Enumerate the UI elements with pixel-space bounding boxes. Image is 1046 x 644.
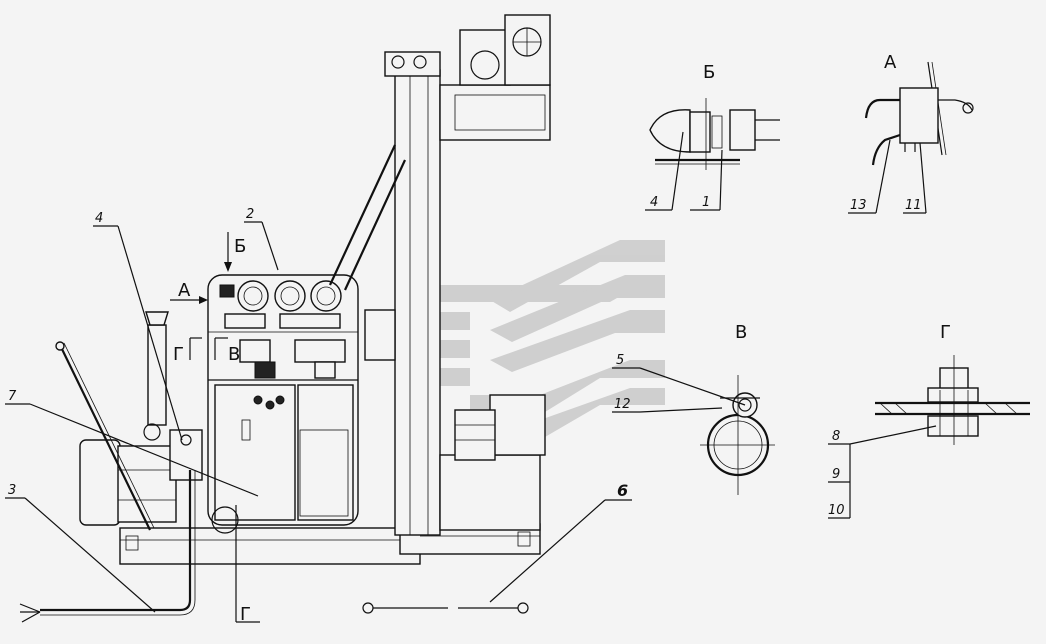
- callout-5: 5: [616, 353, 624, 368]
- gauge-2: [274, 280, 306, 312]
- boom-arm: [329, 144, 396, 286]
- view-label-v: В: [735, 322, 747, 343]
- callout-3: 3: [8, 483, 16, 498]
- lower-drive: [439, 454, 541, 531]
- view-a-detail: [864, 61, 974, 166]
- nut: [927, 415, 979, 437]
- callout-4-main: 4: [95, 211, 103, 226]
- gauge-1: [237, 280, 269, 312]
- callout-4-view-b: 4: [650, 195, 658, 210]
- base-frame: [119, 527, 421, 565]
- section-label-v: В: [228, 344, 240, 365]
- main-assembly: [19, 14, 551, 623]
- callout-1: 1: [702, 195, 710, 210]
- callout-9: 9: [832, 467, 840, 482]
- cable: [40, 470, 192, 612]
- mast-head: [384, 51, 441, 77]
- motor-end-cap: [79, 439, 121, 526]
- view-label-b: Б: [703, 62, 715, 83]
- callout-12: 12: [614, 397, 631, 412]
- view-b-detail: [649, 98, 780, 170]
- section-markers: [170, 232, 529, 623]
- callout-11: 11: [905, 198, 922, 213]
- callout-2: 2: [246, 207, 254, 222]
- view-label-g: Г: [940, 322, 951, 343]
- callout-7: 7: [8, 389, 17, 404]
- cylinder: [147, 324, 167, 426]
- callout-8: 8: [832, 429, 840, 444]
- section-label-g-top: Г: [173, 344, 184, 365]
- section-label-b: Б: [234, 236, 246, 257]
- section-label-a: А: [178, 280, 191, 301]
- mast: [394, 69, 441, 536]
- callout-6: 6: [617, 481, 628, 500]
- plug-head: [649, 109, 691, 153]
- view-labels: Б А В Г Б А Г В Г: [173, 52, 951, 625]
- view-label-a: А: [884, 52, 897, 73]
- callout-10: 10: [828, 503, 845, 518]
- leader-lines: [5, 131, 937, 613]
- section-label-g-bottom: Г: [240, 604, 251, 625]
- handle-lever: [59, 344, 151, 531]
- callout-13: 13: [850, 198, 867, 213]
- cabinet-door: [214, 384, 296, 521]
- gauge-3: [310, 280, 342, 312]
- view-g-detail: [875, 355, 1030, 445]
- callout-labels: 4 2 7 3 6 4 1 13 11 5 12 8 9 10: [8, 195, 922, 518]
- motor-terminal-box: [169, 429, 203, 481]
- detail-circle-g: [211, 506, 239, 534]
- switch-body: [899, 87, 939, 144]
- top-drive: [439, 84, 551, 141]
